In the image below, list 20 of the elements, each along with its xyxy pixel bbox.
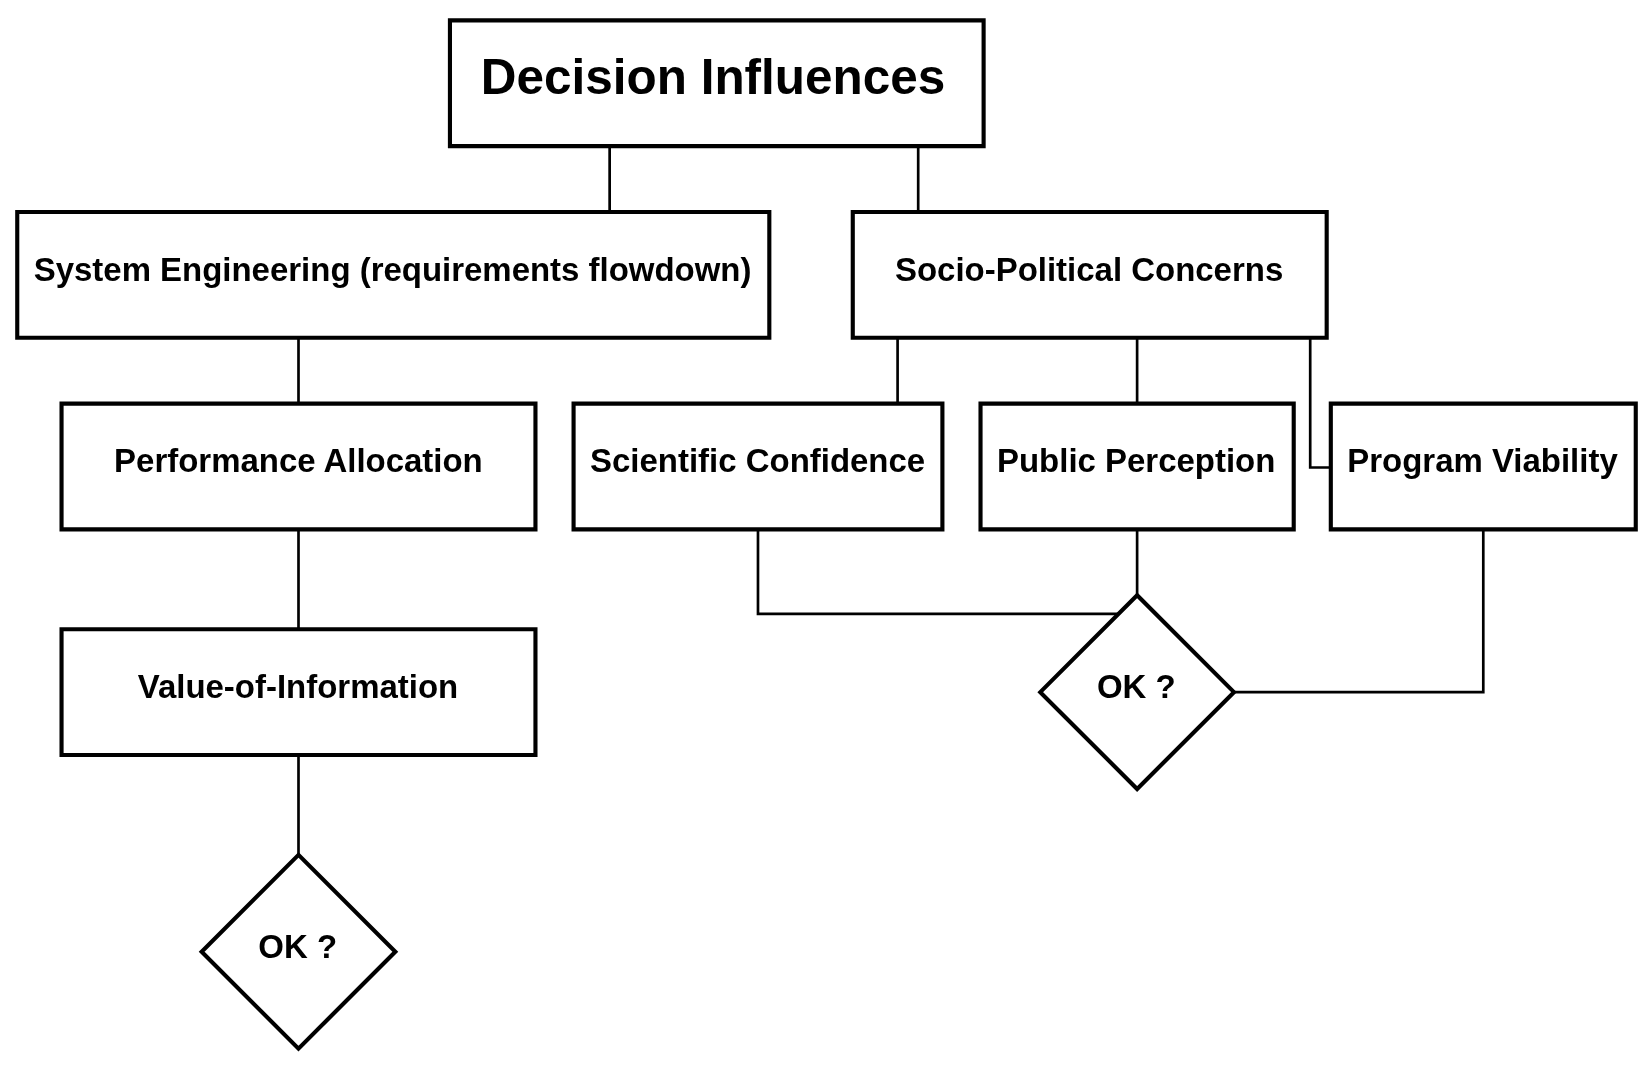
connector [1135,529,1138,595]
node-diamond: OK ? [1036,592,1237,792]
node-box: System Engineering (requirements flowdown) [14,209,771,340]
connector [1233,529,1485,694]
node-box: Scientific Confidence [571,401,944,532]
connector [296,754,300,854]
node-box: Decision Influences [447,18,986,149]
node-diamond: OK ? [198,852,398,1052]
connector [895,338,899,404]
node-box: Value-of-Information [59,627,537,758]
node-box: Socio-Political Concerns [850,209,1329,340]
connector [296,529,300,629]
connector [916,146,920,212]
connector [1135,338,1138,404]
connector [756,529,1118,616]
connector [607,146,611,212]
node-box: Performance Allocation [59,401,537,532]
node-box: Program Viability [1328,401,1638,532]
node-box: Public Perception [977,401,1296,532]
connector [296,338,300,404]
